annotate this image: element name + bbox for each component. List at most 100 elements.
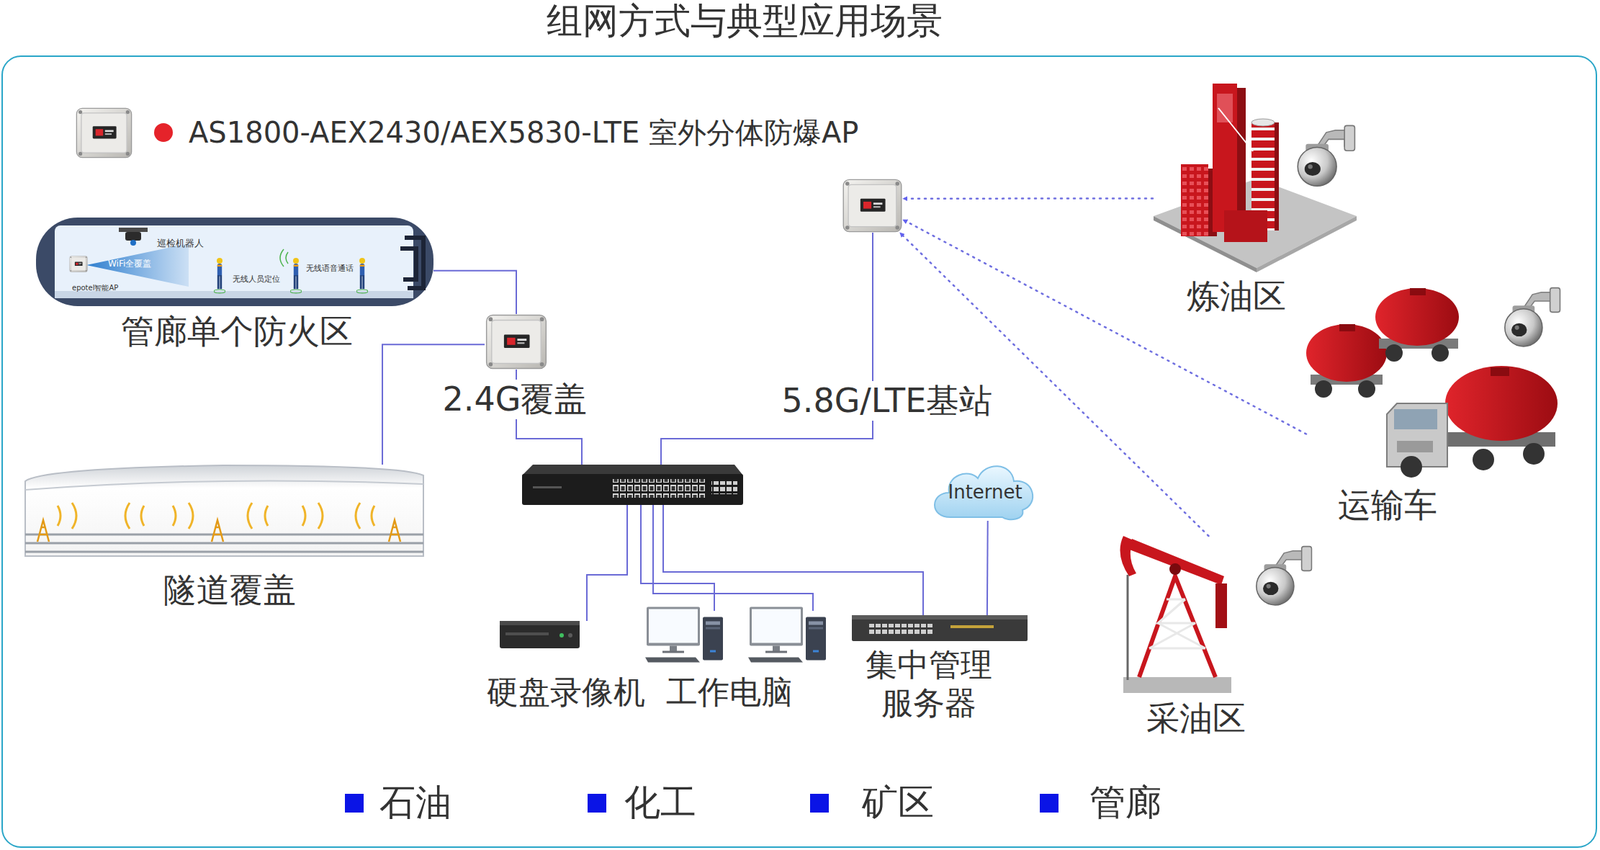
ptz-camera <box>1256 546 1312 605</box>
pump-jack <box>1127 538 1225 585</box>
pump-jack <box>1169 563 1181 575</box>
tanker-truck <box>1400 455 1423 478</box>
scene-node: 硬盘录像机 <box>499 620 580 649</box>
switch <box>532 486 562 489</box>
tanker-truck <box>1358 380 1376 398</box>
pipe-gallery <box>356 257 368 294</box>
frame <box>2 56 1597 847</box>
annotation-text: epotel智能AP <box>72 283 119 293</box>
pump-jack <box>1149 599 1206 649</box>
scene-node: 管廊单个防火区 <box>36 217 434 307</box>
wire <box>516 232 924 621</box>
server <box>867 623 933 636</box>
node-label: 5.8G/LTE基站 <box>779 380 996 421</box>
switch <box>522 464 744 505</box>
nvr <box>559 632 564 638</box>
switch <box>522 464 744 476</box>
switch <box>711 481 738 494</box>
pipe-gallery <box>280 249 289 267</box>
tunnel <box>25 465 424 556</box>
frame <box>2 56 1597 847</box>
legend-swatch <box>1039 793 1059 813</box>
legend-text: 石油 <box>379 781 452 824</box>
pump-jack <box>1123 676 1232 693</box>
scene-node: Internet <box>933 459 1036 521</box>
cable-link <box>433 270 517 314</box>
scene-node: 炼油区 <box>1152 81 1358 271</box>
tanker-truck <box>1490 367 1510 376</box>
pipe-gallery <box>400 237 424 289</box>
legend-text: 管廊 <box>1089 781 1162 824</box>
legend-swatch <box>344 793 364 813</box>
pipe-gallery <box>36 217 434 307</box>
ap-icon <box>76 108 901 368</box>
pump-jack <box>1126 574 1130 680</box>
tanker-truck <box>1339 324 1356 332</box>
cable-link <box>986 520 989 615</box>
ap-icon <box>76 108 132 157</box>
pump-jack <box>1139 576 1216 677</box>
refinery <box>1216 93 1233 123</box>
refinery <box>1218 108 1253 152</box>
refinery <box>1153 83 1357 273</box>
node-label: 炼油区 <box>1183 276 1289 317</box>
diagram-title: 组网方式与典型应用场景 <box>546 0 943 43</box>
legend-swatch <box>154 123 173 142</box>
pump-jack <box>1215 583 1228 628</box>
tanker-truck <box>1306 324 1387 382</box>
node-label: Internet <box>945 481 1026 504</box>
tanker-truck <box>1409 288 1426 296</box>
computer <box>645 607 826 663</box>
tunnel <box>25 534 424 552</box>
scene-node: 运输车 <box>1306 280 1562 480</box>
switch <box>612 478 706 498</box>
node-label: 管廊单个防火区 <box>118 311 356 352</box>
scene-node: 隧道覆盖 <box>25 464 424 556</box>
tunnel <box>211 519 224 542</box>
tanker-truck <box>1522 442 1545 465</box>
ptz-camera <box>1256 125 1561 605</box>
legend-text: 矿区 <box>861 781 934 824</box>
legend-text: 化工 <box>624 781 697 824</box>
pipe-gallery <box>130 239 137 246</box>
refinery <box>1274 122 1279 231</box>
legend-swatch <box>587 793 607 813</box>
tunnel <box>37 519 401 542</box>
scene-node: 采油区 <box>1117 535 1312 695</box>
pipe-gallery <box>213 257 226 294</box>
tanker-truck <box>1445 365 1558 441</box>
refinery <box>1251 118 1275 127</box>
nvr <box>499 620 580 649</box>
wireless-link <box>902 197 1153 200</box>
annotation-text: 无线人员定位 <box>232 275 281 285</box>
tunnel <box>25 481 424 491</box>
server <box>851 614 1028 641</box>
nvr <box>499 620 580 649</box>
wire <box>516 232 924 621</box>
cloud <box>934 465 1033 520</box>
node-label: 集中管理 服务器 <box>854 645 1004 723</box>
tanker-truck <box>1386 403 1448 467</box>
computer <box>748 607 826 663</box>
pipe-gallery <box>86 243 189 287</box>
legend-swatch <box>810 793 829 813</box>
tanker-truck <box>1394 409 1438 430</box>
annotation-text: WiFi全覆盖 <box>108 259 152 270</box>
pipe-gallery <box>69 255 88 272</box>
legend-text: AS1800-AEX2430/AEX5830-LTE 室外分体防爆AP <box>188 115 859 150</box>
tunnel <box>388 519 401 542</box>
tanker-truck <box>1375 288 1459 346</box>
ap-icon <box>486 314 547 368</box>
nvr <box>499 620 580 626</box>
node-label: 采油区 <box>1143 698 1249 739</box>
pipe-gallery <box>54 225 414 299</box>
node-label: 工作电脑 <box>663 673 796 712</box>
pipe-gallery <box>125 231 142 241</box>
tunnel <box>37 519 49 542</box>
server <box>851 614 1028 641</box>
ptz-camera <box>1297 125 1355 186</box>
annotation-text: 巡检机器人 <box>156 238 204 250</box>
server <box>950 625 994 628</box>
tunnel <box>25 465 424 556</box>
